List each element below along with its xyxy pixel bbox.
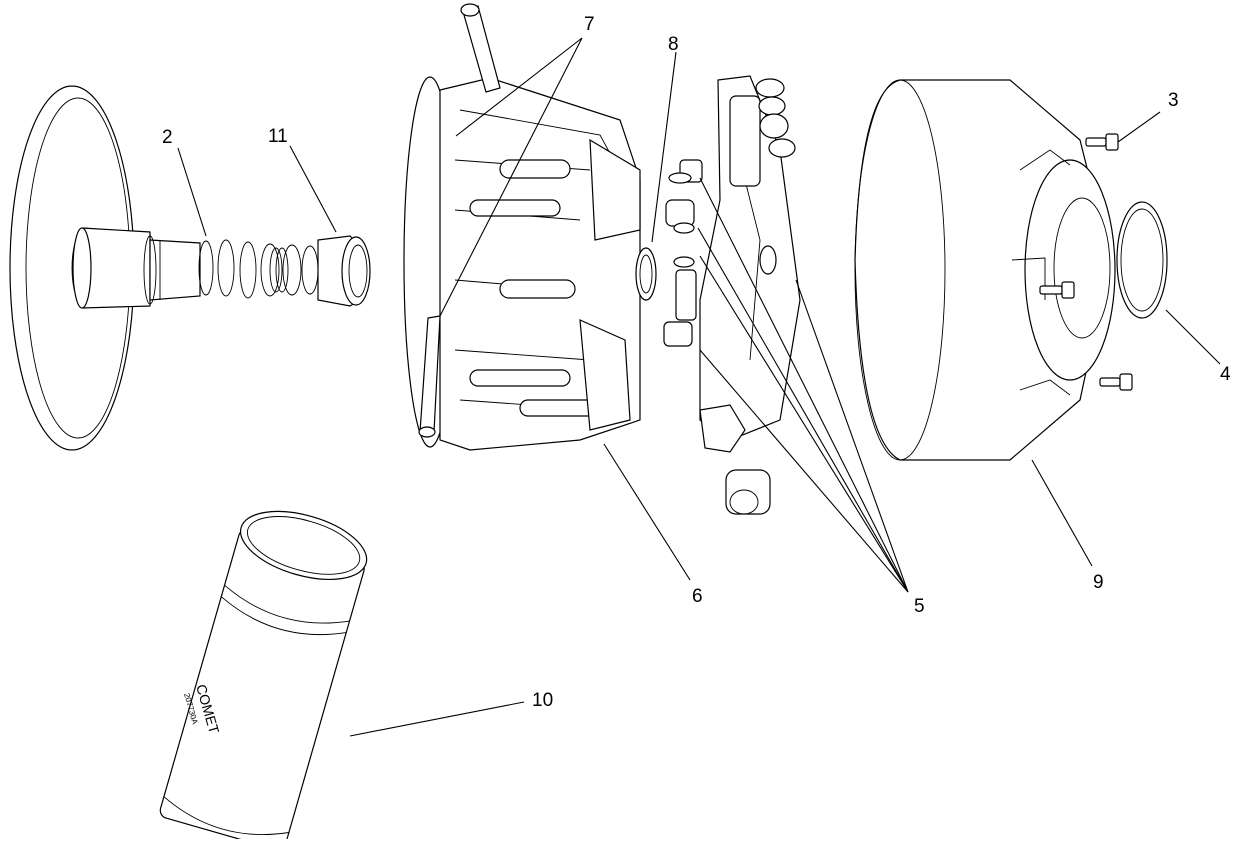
spider-arm — [663, 75, 801, 515]
spring — [198, 239, 319, 299]
movable-sheave-housing — [403, 3, 641, 451]
bolts — [1039, 133, 1133, 391]
callout-10: 10 — [532, 690, 553, 711]
o-ring — [635, 247, 657, 301]
callout-2: 2 — [162, 127, 173, 148]
spray-can — [159, 510, 368, 844]
leader-lines — [177, 37, 1221, 737]
callout-7: 7 — [584, 14, 595, 35]
cover — [854, 79, 1116, 461]
callout-9: 9 — [1093, 572, 1104, 593]
shaft-assembly — [72, 227, 201, 309]
callout-6: 6 — [692, 586, 703, 607]
callout-3: 3 — [1168, 90, 1179, 111]
gasket — [1116, 201, 1168, 319]
callout-4: 4 — [1220, 364, 1231, 385]
callout-8: 8 — [668, 34, 679, 55]
bushing — [317, 235, 371, 307]
callout-labels: 2 3 4 5 6 7 8 9 10 11 — [162, 14, 1231, 711]
callout-11: 11 — [268, 126, 288, 147]
callout-5: 5 — [914, 596, 925, 617]
